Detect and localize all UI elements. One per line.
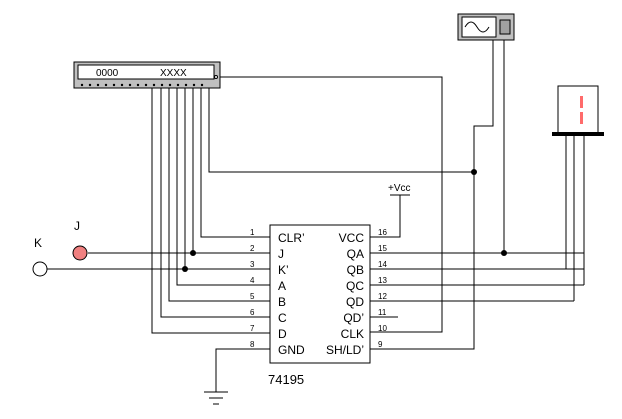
word-generator[interactable]: 0000 XXXX [73, 61, 221, 89]
chip-left-pin-number: 8 [250, 340, 255, 349]
word-generator-terminal [160, 83, 164, 87]
chip-right-pin-label: SH/LD’ [326, 343, 364, 357]
chip-right-pin-number: 15 [378, 244, 387, 253]
chip-left-pins: 1 CLR’ 2 J 3 K’ 4 A 5 B 6 C 7 D 8 GND [250, 228, 305, 357]
oscilloscope-icon[interactable] [457, 13, 515, 41]
word-generator-left-value: 0000 [96, 68, 119, 79]
chip-left-pin-number: 7 [250, 324, 255, 333]
chip-right-pin-number: 9 [378, 340, 383, 349]
chip-right-pin-number: 11 [378, 308, 387, 317]
chip-left-pin-label: A [278, 279, 286, 293]
ground-icon [204, 391, 228, 405]
word-generator-terminal [80, 83, 84, 87]
chip-left-pin-number: 2 [250, 244, 255, 253]
chip-name: 74195 [268, 372, 304, 387]
chip-left-pin-label: K’ [278, 263, 289, 277]
chip-right-pin-label: QC [346, 279, 364, 293]
word-generator-terminal [152, 83, 156, 87]
word-generator-terminal [144, 83, 148, 87]
chip-left-pin-label: B [278, 295, 286, 309]
display-segment-b [580, 96, 583, 108]
switch-j-label: J [74, 219, 80, 233]
display-segment-c [580, 112, 583, 124]
chip-right-pin-label: QB [347, 263, 364, 277]
chip-right-pin-label: CLK [341, 327, 364, 341]
chip-right-pin-label: VCC [339, 231, 365, 245]
chip-left-pin-label: J [278, 247, 284, 261]
chip-right-pin-number: 13 [378, 276, 387, 285]
word-generator-terminal-dots [80, 83, 204, 87]
word-generator-terminal [168, 83, 172, 87]
chip-right-pin-label: QD’ [343, 311, 364, 325]
word-generator-terminal [200, 83, 204, 87]
vcc-label: +Vcc [388, 183, 411, 194]
word-generator-terminal [120, 83, 124, 87]
chip-left-pin-label: CLR’ [278, 231, 305, 245]
chip-right-pin-label: QD [346, 295, 364, 309]
chip-left-pin-number: 5 [250, 292, 255, 301]
word-generator-terminal [176, 83, 180, 87]
switch-k-label: K [34, 236, 42, 250]
chip-right-pin-number: 14 [378, 260, 387, 269]
word-generator-terminal [88, 83, 92, 87]
word-generator-terminal [136, 83, 140, 87]
word-generator-right-value: XXXX [160, 68, 187, 79]
chip-74195: 74195 1 CLR’ 2 J 3 K’ 4 A 5 B 6 C 7 D 8 GND 16 VCC 15 QA 14… [250, 224, 387, 387]
junctions [182, 169, 507, 272]
chip-left-pin-label: D [278, 327, 287, 341]
chip-left-pin-number: 6 [250, 308, 255, 317]
chip-right-pins: 16 VCC 15 QA 14 QB 13 QC 12 QD 11 QD’ 10 CLK 9 SH/LD’ [326, 228, 387, 357]
chip-right-pin-number: 16 [378, 228, 387, 237]
word-generator-trigger-terminal[interactable] [214, 75, 218, 79]
chip-left-pin-number: 3 [250, 260, 255, 269]
chip-right-pin-label: QA [347, 247, 364, 261]
word-generator-terminal [112, 83, 116, 87]
chip-right-pin-number: 10 [378, 324, 387, 333]
word-generator-terminal [104, 83, 108, 87]
switch-k[interactable]: K [32, 236, 48, 277]
chip-left-pin-label: C [278, 311, 287, 325]
word-generator-terminal [184, 83, 188, 87]
chip-left-pin-number: 4 [250, 276, 255, 285]
chip-left-pin-label: GND [278, 343, 305, 357]
switch-j[interactable]: J [72, 219, 88, 261]
word-generator-terminal [192, 83, 196, 87]
word-generator-terminal [128, 83, 132, 87]
chip-right-pin-number: 12 [378, 292, 387, 301]
chip-left-pin-number: 1 [250, 228, 255, 237]
word-generator-terminal [96, 83, 100, 87]
seven-segment-display [552, 85, 604, 136]
